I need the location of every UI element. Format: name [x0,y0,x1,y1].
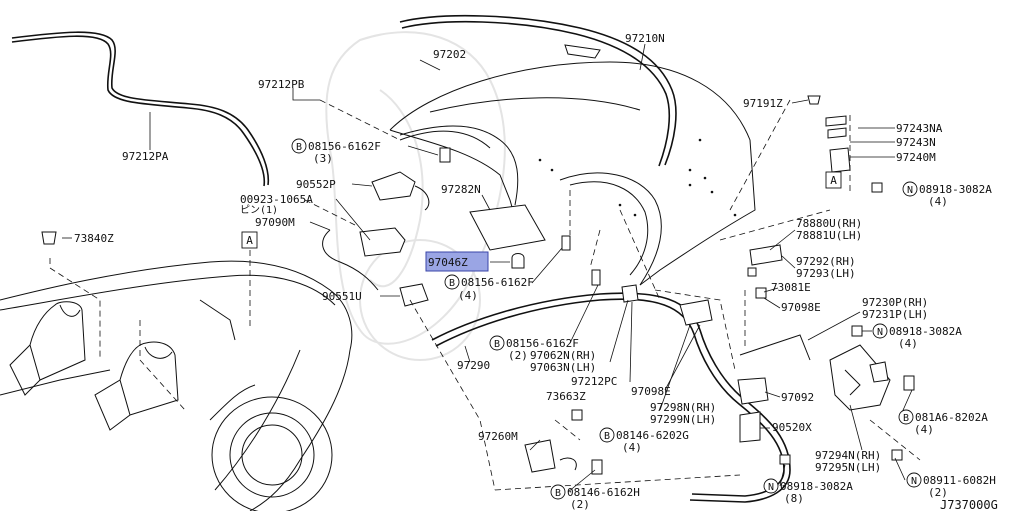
label-08918-3082a-top[interactable]: N 08918-3082A (4) [902,181,992,208]
svg-text:(8): (8) [784,492,804,505]
svg-text:(4): (4) [458,289,478,302]
svg-text:(2): (2) [928,486,948,499]
car-body-drawing [0,260,353,511]
label-08918-3082a-bot[interactable]: N 08918-3082A (8) [763,478,853,505]
label-97295n[interactable]: 97295N(LH) [815,461,881,474]
svg-text:B: B [555,488,561,499]
svg-text:(4): (4) [898,337,918,350]
label-90520x[interactable]: 90520X [772,421,812,434]
label-08918-3082a-mid[interactable]: N 08918-3082A (4) [872,323,962,350]
label-97294n[interactable]: 97294N(RH) [815,449,881,462]
label-97191z[interactable]: 97191Z [743,97,783,110]
seal-strip-97212pa [11,31,270,187]
soft-top-97202 [389,14,756,286]
label-78880u[interactable]: 78880U(RH) [796,217,862,230]
label-97260m[interactable]: 97260M [478,430,518,443]
label-73081e[interactable]: 73081E [771,281,811,294]
svg-text:(2): (2) [508,349,528,362]
ref-box-a-right: A [825,171,842,189]
label-97243na[interactable]: 97243NA [896,122,943,135]
label-97298n[interactable]: 97298N(RH) [650,401,716,414]
label-08146-6202g[interactable]: B 08146-6202G (4) [599,427,689,454]
svg-text:B: B [449,278,455,289]
label-00923-sub: ピン(1) [240,204,278,216]
svg-text:N: N [907,185,913,196]
label-97092[interactable]: 97092 [781,391,814,404]
svg-text:N: N [877,327,883,338]
label-97293[interactable]: 97293(LH) [796,267,856,280]
label-97062n[interactable]: 97062N(RH) [530,349,596,362]
label-97063n[interactable]: 97063N(LH) [530,361,596,374]
svg-text:B: B [604,431,610,442]
leader-lines [62,43,913,493]
svg-text:(3): (3) [313,152,333,165]
svg-text:(4): (4) [914,423,934,436]
svg-text:08911-6082H: 08911-6082H [923,474,996,487]
label-97212pb[interactable]: 97212PB [258,78,305,91]
label-97046z[interactable]: 97046Z [428,256,468,269]
label-97090m[interactable]: 97090M [255,216,295,229]
fasteners [439,95,915,475]
label-97231p[interactable]: 97231P(LH) [862,308,928,321]
svg-text:N: N [911,476,917,487]
part-90551u [399,283,429,307]
label-97098e-b[interactable]: 97098E [631,385,671,398]
label-90551u[interactable]: 90551U [322,290,362,303]
part-97046z [511,253,525,269]
label-97299n[interactable]: 97299N(LH) [650,413,716,426]
svg-text:08156-6162F: 08156-6162F [461,276,534,289]
label-97212pa[interactable]: 97212PA [122,150,169,163]
svg-text:A: A [830,174,837,187]
svg-text:081A6-8202A: 081A6-8202A [915,411,988,424]
svg-text:08146-6202G: 08146-6202G [616,429,689,442]
svg-text:08156-6162F: 08156-6162F [506,337,579,350]
svg-text:B: B [494,339,500,350]
mount-holes [538,138,737,217]
svg-text:(2): (2) [570,498,590,511]
label-08146-6162h[interactable]: B 08146-6162H (2) [550,484,640,511]
label-97210n[interactable]: 97210N [625,32,665,45]
label-73840z[interactable]: 73840Z [74,232,114,245]
dashed-guides [49,99,921,491]
label-73663z[interactable]: 73663Z [546,390,586,403]
label-97292[interactable]: 97292(RH) [796,255,856,268]
label-90552p[interactable]: 90552P [296,178,336,191]
motor-assembly [41,171,525,307]
label-97243n[interactable]: 97243N [896,136,936,149]
svg-text:08918-3082A: 08918-3082A [780,480,853,493]
diagram-id: J737000G [940,498,998,511]
watermark-emblem [325,31,506,361]
label-97230p[interactable]: 97230P(RH) [862,296,928,309]
label-97282n[interactable]: 97282N [441,183,481,196]
label-78881u[interactable]: 78881U(LH) [796,229,862,242]
svg-text:(4): (4) [928,195,948,208]
svg-text:08918-3082A: 08918-3082A [919,183,992,196]
svg-text:N: N [768,482,774,493]
label-08156-6162f-a[interactable]: B 08156-6162F (3) [291,138,381,165]
label-08911-6082h[interactable]: N 08911-6082H (2) [906,472,996,499]
svg-text:A: A [246,234,253,247]
label-97098e-a[interactable]: 97098E [781,301,821,314]
label-08156-6162f-b[interactable]: B 08156-6162F (4) [444,274,534,302]
svg-text:08146-6162H: 08146-6162H [567,486,640,499]
label-081a6-8202a[interactable]: B 081A6-8202A (4) [898,409,988,436]
part-73840z [41,231,57,245]
lower-frame [431,115,891,503]
bracket-97282n [469,204,546,251]
label-97212pc[interactable]: 97212PC [571,375,617,388]
ref-box-a-left: A [241,231,258,249]
label-97202[interactable]: 97202 [433,48,466,61]
svg-text:B: B [296,142,302,153]
label-97240m[interactable]: 97240M [896,151,936,164]
svg-text:08156-6162F: 08156-6162F [308,140,381,153]
label-97290[interactable]: 97290 [457,359,490,372]
highlighted-part-box[interactable] [425,251,489,272]
svg-text:08918-3082A: 08918-3082A [889,325,962,338]
svg-text:B: B [903,413,909,424]
label-00923-1065a[interactable]: 00923-1065A [240,193,313,206]
label-08156-6162f-c[interactable]: B 08156-6162F (2) [489,335,579,362]
svg-text:(4): (4) [622,441,642,454]
